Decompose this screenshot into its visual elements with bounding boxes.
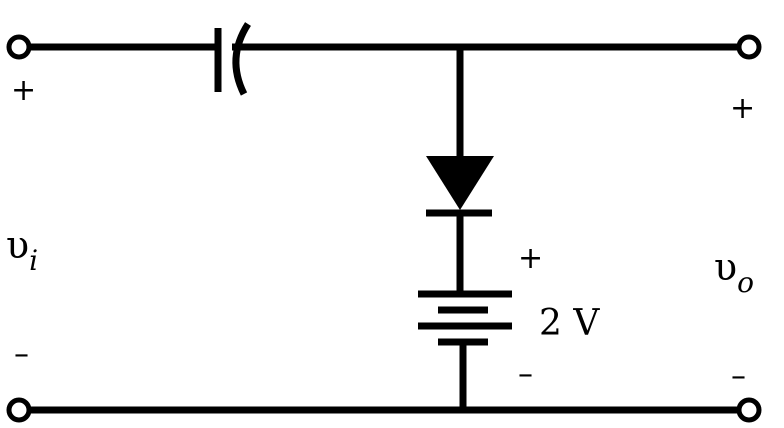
battery-voltage-value: 2 V <box>539 303 600 344</box>
input-terminal-top <box>6 34 32 60</box>
capacitor-curved-plate <box>232 22 251 96</box>
input-voltage-label: υi <box>6 226 38 275</box>
output-plus-sign: + <box>730 91 756 126</box>
output-voltage-symbol: υ <box>714 245 738 289</box>
input-plus-sign: + <box>11 73 37 108</box>
output-voltage-subscript: o <box>737 266 754 299</box>
battery-plus-sign: + <box>518 241 544 276</box>
output-minus-sign: – <box>731 359 746 394</box>
battery-minus-sign: – <box>518 357 533 392</box>
output-terminal-top <box>736 34 762 60</box>
input-terminal-bottom <box>6 397 32 423</box>
output-terminal-bottom <box>736 397 762 423</box>
input-voltage-subscript: i <box>29 244 39 277</box>
output-voltage-label: υo <box>714 248 754 297</box>
input-minus-sign: – <box>14 337 29 372</box>
diode-triangle <box>426 156 494 210</box>
input-voltage-symbol: υ <box>6 223 30 267</box>
